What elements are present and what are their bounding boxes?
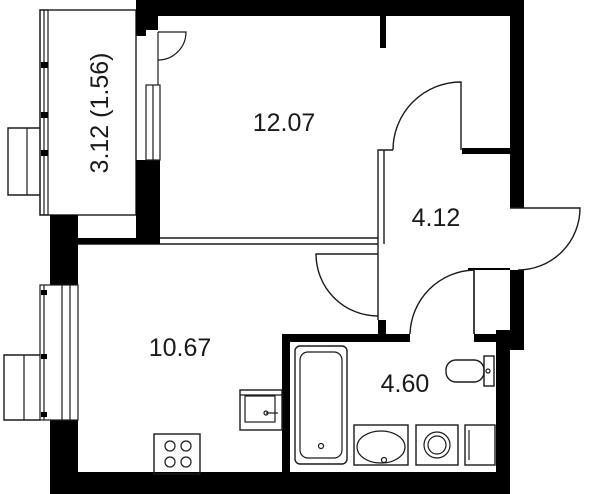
living-kitchen-area-label: 10.67 [149,334,212,362]
wall-left-lower [50,420,78,494]
washbasin [353,424,409,466]
bathtub [294,345,348,465]
living-outside-box [3,354,40,421]
balcony-door [157,31,187,61]
bathroom-door [409,269,475,335]
balcony [7,9,137,216]
bathroom-area-label: 4.60 [381,370,430,398]
wall-bath-left [282,334,290,474]
bathtub-drain [317,442,325,450]
kitchen-sink [239,389,283,431]
wall-top [136,0,520,16]
wall-bedroom-left [136,160,160,240]
bedroom-door [392,81,462,151]
balcony-area-label: 3.12 (1.56) [86,53,114,174]
wall-hall-left [377,149,393,244]
toilet [445,359,485,383]
wall-stub [380,16,386,48]
windows [3,84,161,421]
wall-right-bath [496,330,510,494]
walls [50,0,524,494]
wall-right-upper [510,0,524,208]
wall-hall-top [462,148,510,154]
balcony-outside-box [7,127,40,196]
living-window [39,284,79,421]
entrance-door [510,207,581,271]
stove [153,433,201,475]
washing-machine [415,424,459,466]
wall-left-upper [50,215,78,285]
wall-bath-top [282,334,410,342]
living-door [315,253,379,317]
doors [157,31,581,335]
bath-cabinet [464,424,496,466]
hall-area-label: 4.12 [412,204,461,232]
bedroom-area-label: 12.07 [253,109,316,137]
wall-bottom [50,472,510,494]
fixtures [153,345,496,475]
